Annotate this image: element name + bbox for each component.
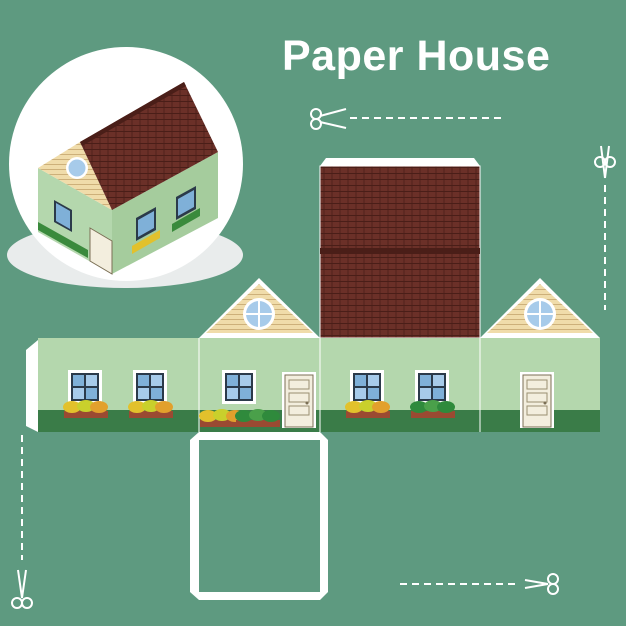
scissors-icon: [310, 108, 505, 130]
scissors-icon: [400, 573, 559, 595]
flower-box: [410, 400, 455, 418]
glue-tab: [26, 340, 38, 432]
flower-box: [63, 400, 108, 418]
window: [133, 370, 167, 404]
scissors-icon: [594, 145, 616, 310]
wall-strip: [38, 338, 600, 432]
door: [519, 371, 555, 429]
flower-box: [235, 409, 280, 427]
door: [281, 371, 317, 429]
flower-box: [128, 400, 173, 418]
window: [68, 370, 102, 404]
gable-left: [199, 278, 320, 338]
roof-panel: [319, 158, 481, 339]
flower-box: [345, 400, 390, 418]
window: [415, 370, 449, 404]
gable-right: [480, 278, 600, 338]
floor-panel: [190, 432, 328, 600]
window: [222, 370, 256, 404]
window: [350, 370, 384, 404]
scissors-icon: [11, 435, 33, 609]
house-preview: [7, 47, 243, 288]
page-title: Paper House: [282, 32, 551, 80]
